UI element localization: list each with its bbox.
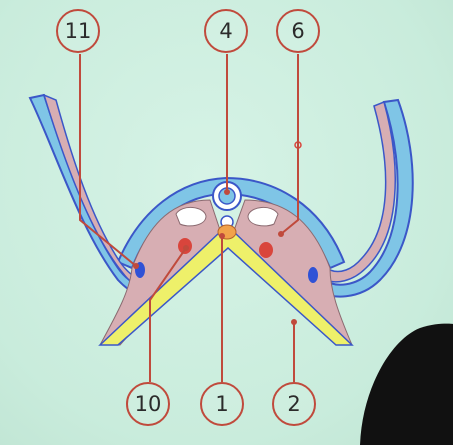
pointer-11 — [79, 54, 137, 267]
pointer-6 — [280, 54, 299, 235]
callout-11-label: 11 — [64, 19, 92, 43]
callout-11: 11 — [56, 9, 100, 53]
callout-2: 2 — [272, 382, 316, 426]
pointer-ends — [133, 189, 297, 325]
mesoderm-layer — [42, 93, 396, 346]
somites — [175, 207, 279, 227]
pointer-10 — [149, 247, 187, 382]
callout-1: 1 — [200, 382, 244, 426]
callout-6-label: 6 — [291, 19, 305, 43]
callout-2-label: 2 — [287, 392, 301, 416]
callout-10: 10 — [126, 382, 170, 426]
callout-6: 6 — [276, 9, 320, 53]
callout-4-label: 4 — [219, 19, 233, 43]
callout-10-label: 10 — [134, 392, 162, 416]
pointer-lines — [79, 54, 299, 382]
callout-4: 4 — [204, 9, 248, 53]
callout-1-label: 1 — [215, 392, 229, 416]
vessels — [135, 141, 318, 283]
presenter-hair — [360, 323, 453, 445]
